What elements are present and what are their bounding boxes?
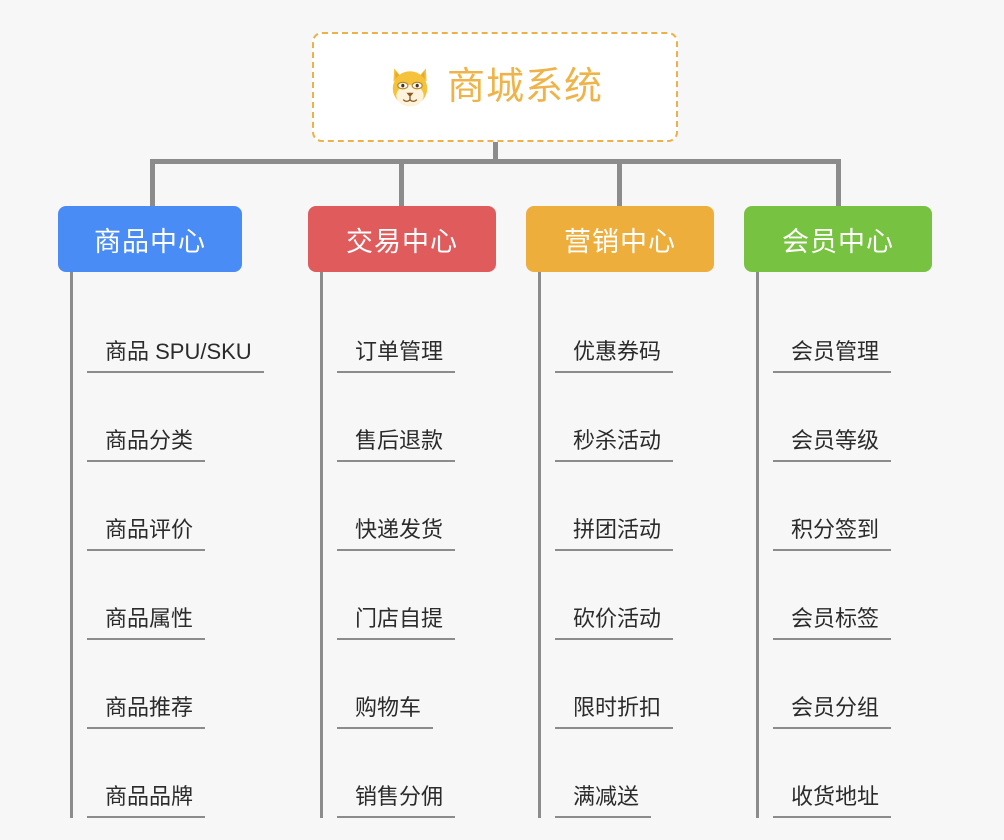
leaf-label: 商品 SPU/SKU bbox=[87, 339, 264, 373]
list-item[interactable]: 商品评价 bbox=[87, 462, 286, 551]
leaf-label: 收货地址 bbox=[773, 784, 892, 818]
list-item[interactable]: 会员等级 bbox=[773, 373, 962, 462]
leaf-label: 优惠券码 bbox=[555, 339, 674, 373]
leaf-label: 销售分佣 bbox=[337, 784, 456, 818]
list-item[interactable]: 商品推荐 bbox=[87, 640, 286, 729]
category-column-marketing-center: 营销中心 优惠券码 秒杀活动 拼团活动 砍价活动 限时折扣 满减送 bbox=[526, 206, 744, 818]
list-item[interactable]: 快递发货 bbox=[337, 462, 526, 551]
leaf-list-product-center: 商品 SPU/SKU 商品分类 商品评价 商品属性 商品推荐 商品品牌 bbox=[70, 272, 286, 818]
category-header-label: 商品中心 bbox=[94, 226, 206, 257]
list-item[interactable]: 商品属性 bbox=[87, 551, 286, 640]
leaf-label: 秒杀活动 bbox=[555, 428, 674, 462]
category-header-label: 会员中心 bbox=[782, 226, 894, 257]
leaf-label: 购物车 bbox=[337, 695, 434, 729]
list-item[interactable]: 销售分佣 bbox=[337, 729, 526, 818]
list-item[interactable]: 秒杀活动 bbox=[555, 373, 744, 462]
list-item[interactable]: 拼团活动 bbox=[555, 462, 744, 551]
leaf-label: 商品属性 bbox=[87, 606, 206, 640]
leaf-label: 限时折扣 bbox=[555, 695, 674, 729]
category-column-trade-center: 交易中心 订单管理 售后退款 快递发货 门店自提 购物车 销售分佣 bbox=[308, 206, 526, 818]
leaf-list-member-center: 会员管理 会员等级 积分签到 会员标签 会员分组 收货地址 bbox=[756, 272, 962, 818]
leaf-label: 会员分组 bbox=[773, 695, 892, 729]
list-item[interactable]: 商品品牌 bbox=[87, 729, 286, 818]
list-item[interactable]: 会员管理 bbox=[773, 284, 962, 373]
category-header-label: 营销中心 bbox=[564, 226, 676, 257]
category-column-member-center: 会员中心 会员管理 会员等级 积分签到 会员标签 会员分组 收货地址 bbox=[744, 206, 962, 818]
shiba-dog-face-icon bbox=[392, 68, 428, 107]
list-item[interactable]: 优惠券码 bbox=[555, 284, 744, 373]
category-column-product-center: 商品中心 商品 SPU/SKU 商品分类 商品评价 商品属性 商品推荐 商品品牌 bbox=[58, 206, 286, 818]
list-item[interactable]: 订单管理 bbox=[337, 284, 526, 373]
leaf-label: 门店自提 bbox=[337, 606, 456, 640]
leaf-label: 满减送 bbox=[555, 784, 652, 818]
leaf-label: 商品推荐 bbox=[87, 695, 206, 729]
connector-horizontal-bus bbox=[150, 159, 840, 164]
leaf-label: 积分签到 bbox=[773, 517, 892, 551]
connector-drop-trade-center bbox=[399, 159, 404, 206]
list-item[interactable]: 限时折扣 bbox=[555, 640, 744, 729]
category-header-product-center[interactable]: 商品中心 bbox=[58, 206, 242, 272]
list-item[interactable]: 满减送 bbox=[555, 729, 744, 818]
leaf-list-marketing-center: 优惠券码 秒杀活动 拼团活动 砍价活动 限时折扣 满减送 bbox=[538, 272, 744, 818]
leaf-label: 订单管理 bbox=[337, 339, 456, 373]
leaf-label: 快递发货 bbox=[337, 517, 456, 551]
leaf-label: 商品品牌 bbox=[87, 784, 206, 818]
leaf-label: 商品分类 bbox=[87, 428, 206, 462]
list-item[interactable]: 会员分组 bbox=[773, 640, 962, 729]
list-item[interactable]: 购物车 bbox=[337, 640, 526, 729]
category-header-trade-center[interactable]: 交易中心 bbox=[308, 206, 496, 272]
root-title: 商城系统 bbox=[446, 66, 603, 108]
leaf-label: 售后退款 bbox=[337, 428, 456, 462]
leaf-label: 拼团活动 bbox=[555, 517, 674, 551]
leaf-label: 砍价活动 bbox=[555, 606, 674, 640]
list-item[interactable]: 会员标签 bbox=[773, 551, 962, 640]
leaf-label: 会员等级 bbox=[773, 428, 892, 462]
category-header-marketing-center[interactable]: 营销中心 bbox=[526, 206, 714, 272]
connector-drop-marketing-center bbox=[617, 159, 622, 206]
leaf-list-trade-center: 订单管理 售后退款 快递发货 门店自提 购物车 销售分佣 bbox=[320, 272, 526, 818]
connector-drop-member-center bbox=[836, 159, 841, 206]
leaf-label: 商品评价 bbox=[87, 517, 206, 551]
list-item[interactable]: 砍价活动 bbox=[555, 551, 744, 640]
leaf-label: 会员管理 bbox=[773, 339, 892, 373]
category-header-member-center[interactable]: 会员中心 bbox=[744, 206, 932, 272]
category-header-label: 交易中心 bbox=[346, 226, 458, 257]
connector-root-stem bbox=[493, 142, 498, 163]
leaf-label: 会员标签 bbox=[773, 606, 892, 640]
list-item[interactable]: 收货地址 bbox=[773, 729, 962, 818]
list-item[interactable]: 门店自提 bbox=[337, 551, 526, 640]
list-item[interactable]: 商品 SPU/SKU bbox=[87, 284, 286, 373]
list-item[interactable]: 积分签到 bbox=[773, 462, 962, 551]
connector-drop-product-center bbox=[150, 159, 155, 206]
list-item[interactable]: 商品分类 bbox=[87, 373, 286, 462]
root-node[interactable]: 商城系统 bbox=[312, 32, 678, 142]
list-item[interactable]: 售后退款 bbox=[337, 373, 526, 462]
